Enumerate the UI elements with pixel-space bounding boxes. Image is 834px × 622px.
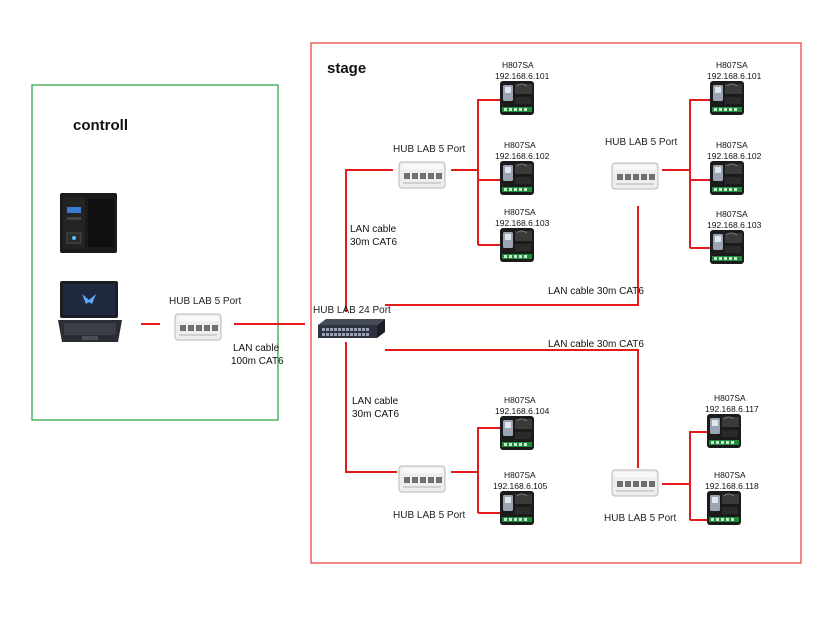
controller-ip: 192.168.6.103 bbox=[495, 218, 550, 228]
controller-4: H807SA 192.168.6.101 bbox=[707, 60, 762, 116]
control-hub: HUB LAB 5 Port bbox=[169, 296, 241, 341]
controller-1: H807SA 192.168.6.101 bbox=[495, 60, 550, 116]
cable-hub-bottom-left-to-controllers bbox=[451, 427, 500, 473]
cables bbox=[141, 99, 710, 521]
controller-ip: 192.168.6.118 bbox=[705, 481, 759, 491]
cable-hub-top-right-to-controllers bbox=[662, 99, 710, 171]
main-switch-label: HUB LAB 24 Port bbox=[313, 305, 391, 316]
cable-top-left-line1: LAN cable bbox=[350, 224, 397, 235]
control-hub-label: HUB LAB 5 Port bbox=[169, 296, 241, 307]
cable-bottom-right-label: LAN cable 30m CAT6 bbox=[548, 339, 644, 350]
cable-bottom-left-line2: 30m CAT6 bbox=[352, 409, 399, 420]
cable-switch-to-hub-top-left bbox=[345, 169, 393, 312]
hub-top-left: HUB LAB 5 Port bbox=[393, 144, 465, 189]
controller-8: H807SA 192.168.6.105 bbox=[493, 470, 548, 526]
controller-ip: 192.168.6.105 bbox=[493, 481, 548, 491]
controller-ip: 192.168.6.101 bbox=[707, 71, 762, 81]
cable-label-line1: LAN cable bbox=[233, 343, 280, 354]
cable-top-left-line2: 30m CAT6 bbox=[350, 237, 397, 248]
controller-ip: 192.168.6.103 bbox=[707, 220, 762, 230]
led-controller-icon bbox=[499, 415, 535, 451]
cable-switch-to-hub-top-right bbox=[385, 206, 639, 306]
controller-5: H807SA 192.168.6.102 bbox=[707, 140, 762, 196]
led-controller-icon bbox=[709, 80, 745, 116]
controller-6: H807SA 192.168.6.103 bbox=[707, 209, 762, 265]
controller-ip: 192.168.6.117 bbox=[705, 404, 759, 414]
pc-tower-icon bbox=[60, 193, 117, 253]
stage-zone-title: stage bbox=[327, 60, 366, 77]
control-zone-border bbox=[31, 84, 279, 421]
led-controller-icon bbox=[499, 160, 535, 196]
stage-zone-border bbox=[310, 42, 802, 564]
hub-bottom-left-label: HUB LAB 5 Port bbox=[393, 510, 465, 521]
led-controller-icon bbox=[709, 229, 745, 265]
cable-switch-to-hub-bottom-right bbox=[385, 349, 639, 468]
controller-model: H807SA bbox=[714, 393, 746, 403]
cable-bottom-left-line1: LAN cable bbox=[352, 396, 399, 407]
controller-model: H807SA bbox=[502, 60, 534, 70]
led-controller-icon bbox=[499, 227, 535, 263]
controller-ip: 192.168.6.102 bbox=[707, 151, 762, 161]
hub-bottom-left: HUB LAB 5 Port bbox=[393, 465, 465, 521]
cable-hub-bottom-right-to-controllers bbox=[662, 431, 707, 485]
cable-hub-top-left-to-controllers bbox=[451, 99, 500, 171]
cable-label-line2: 100m CAT6 bbox=[231, 356, 284, 367]
controller-model: H807SA bbox=[716, 140, 748, 150]
led-controller-icon bbox=[709, 160, 745, 196]
controller-7: H807SA 192.168.6.104 bbox=[495, 395, 550, 451]
network-hub-icon bbox=[174, 313, 222, 341]
network-hub-icon bbox=[398, 465, 446, 493]
hub-bottom-right: HUB LAB 5 Port bbox=[604, 469, 676, 524]
hub-bottom-right-label: HUB LAB 5 Port bbox=[604, 513, 676, 524]
controller-9: H807SA 192.168.6.117 bbox=[705, 393, 759, 449]
led-controller-icon bbox=[499, 490, 535, 526]
cable-top-right-label: LAN cable 30m CAT6 bbox=[548, 286, 644, 297]
hub-top-right-label: HUB LAB 5 Port bbox=[605, 137, 677, 148]
led-controller-icon bbox=[706, 413, 742, 449]
controller-model: H807SA bbox=[504, 207, 536, 217]
controller-model: H807SA bbox=[714, 470, 746, 480]
controller-model: H807SA bbox=[716, 209, 748, 219]
led-controller-icon bbox=[499, 80, 535, 116]
controller-ip: 192.168.6.101 bbox=[495, 71, 550, 81]
controller-2: H807SA 192.168.6.102 bbox=[495, 140, 550, 196]
controller-ip: 192.168.6.102 bbox=[495, 151, 550, 161]
network-hub-icon bbox=[398, 161, 446, 189]
network-hub-icon bbox=[611, 162, 659, 190]
controller-10: H807SA 192.168.6.118 bbox=[705, 470, 759, 526]
hub-top-left-label: HUB LAB 5 Port bbox=[393, 144, 465, 155]
hub-top-right: HUB LAB 5 Port bbox=[605, 137, 677, 190]
network-hub-icon bbox=[611, 469, 659, 497]
controller-3: H807SA 192.168.6.103 bbox=[495, 207, 550, 263]
controller-model: H807SA bbox=[504, 140, 536, 150]
controller-ip: 192.168.6.104 bbox=[495, 406, 550, 416]
control-zone-title: controll bbox=[73, 117, 128, 134]
controller-model: H807SA bbox=[716, 60, 748, 70]
main-switch: HUB LAB 24 Port bbox=[313, 305, 391, 338]
laptop-icon bbox=[58, 281, 122, 342]
cable-switch-to-hub-bottom-left bbox=[345, 342, 397, 473]
led-controller-icon bbox=[706, 490, 742, 526]
network-switch-icon bbox=[318, 319, 385, 338]
controller-model: H807SA bbox=[504, 470, 536, 480]
controller-model: H807SA bbox=[504, 395, 536, 405]
